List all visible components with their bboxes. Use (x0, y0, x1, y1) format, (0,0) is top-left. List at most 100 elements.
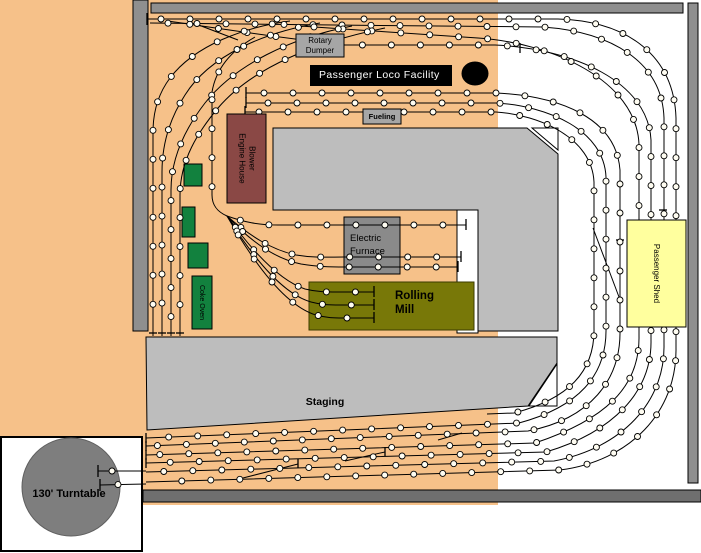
track-endpoint-node[interactable] (672, 328, 680, 336)
track-endpoint-node[interactable] (497, 468, 505, 476)
track-endpoint-node[interactable] (318, 300, 326, 308)
track-endpoint-node[interactable] (516, 112, 524, 119)
track-endpoint-node[interactable] (253, 56, 261, 64)
track-endpoint-node[interactable] (339, 426, 347, 434)
track-endpoint-node[interactable] (291, 291, 299, 299)
track-endpoint-node[interactable] (467, 99, 475, 107)
track-endpoint-node[interactable] (560, 53, 568, 61)
track-endpoint-node[interactable] (592, 20, 600, 28)
track-endpoint-node[interactable] (484, 420, 491, 428)
track-endpoint-node[interactable] (414, 431, 422, 439)
upper-gray-area[interactable] (272, 127, 559, 332)
track-endpoint-node[interactable] (301, 446, 309, 454)
track-endpoint-node[interactable] (310, 427, 318, 435)
track-endpoint-node[interactable] (602, 264, 610, 272)
track-endpoint-node[interactable] (504, 440, 512, 448)
track-endpoint-node[interactable] (484, 35, 492, 43)
track-endpoint-node[interactable] (585, 415, 593, 423)
track-endpoint-node[interactable] (616, 296, 624, 304)
track-endpoint-node[interactable] (208, 96, 216, 104)
track-endpoint-node[interactable] (215, 15, 223, 23)
track-endpoint-node[interactable] (566, 397, 574, 405)
track-endpoint-node[interactable] (208, 125, 216, 133)
track-endpoint-node[interactable] (247, 465, 255, 473)
track-endpoint-node[interactable] (614, 91, 622, 99)
track-endpoint-node[interactable] (647, 327, 655, 335)
track-endpoint-node[interactable] (270, 266, 278, 274)
track-endpoint-node[interactable] (208, 154, 216, 162)
track-endpoint-node[interactable] (417, 443, 425, 450)
track-endpoint-node[interactable] (164, 19, 172, 27)
track-endpoint-node[interactable] (590, 303, 598, 311)
track-endpoint-node[interactable] (657, 94, 665, 102)
track-endpoint-node[interactable] (240, 42, 248, 50)
track-endpoint-node[interactable] (432, 263, 440, 271)
track-endpoint-node[interactable] (660, 152, 668, 160)
track-loop-2[interactable] (145, 22, 665, 473)
track-fueling[interactable] (245, 111, 595, 415)
track-endpoint-node[interactable] (634, 347, 642, 355)
fueling-building[interactable] (362, 108, 402, 125)
track-endpoint-node[interactable] (265, 474, 273, 482)
track-endpoint-node[interactable] (288, 250, 296, 258)
track-endpoint-node[interactable] (530, 426, 538, 434)
track-endpoint-node[interactable] (243, 448, 251, 456)
track-endpoint-node[interactable] (558, 417, 565, 425)
track-endpoint-node[interactable] (455, 33, 463, 41)
track-endpoint-node[interactable] (289, 298, 297, 306)
track-endpoint-node[interactable] (381, 221, 389, 229)
track-endpoint-node[interactable] (565, 453, 573, 461)
track-endpoint-node[interactable] (404, 253, 412, 261)
track-endpoint-node[interactable] (403, 263, 411, 271)
track-endpoint-node[interactable] (176, 243, 184, 251)
track-endpoint-node[interactable] (182, 156, 190, 164)
track-endpoint-node[interactable] (367, 21, 375, 29)
track-endpoint-node[interactable] (279, 43, 287, 51)
track-endpoint-node[interactable] (149, 271, 157, 279)
track-endpoint-node[interactable] (533, 439, 541, 446)
track-endpoint-node[interactable] (532, 46, 540, 54)
track-endpoint-node[interactable] (158, 212, 166, 220)
track-endpoint-node[interactable] (224, 457, 232, 465)
track-endpoint-node[interactable] (438, 99, 446, 107)
track-endpoint-node[interactable] (176, 272, 184, 280)
track-endpoint-node[interactable] (218, 466, 226, 474)
track-endpoint-node[interactable] (398, 452, 406, 460)
track-endpoint-node[interactable] (475, 441, 483, 449)
track-endpoint-node[interactable] (596, 424, 604, 432)
track-endpoint-node[interactable] (599, 126, 607, 134)
track-endpoint-node[interactable] (215, 57, 223, 65)
track-endpoint-node[interactable] (294, 282, 302, 290)
track-endpoint-node[interactable] (190, 114, 198, 122)
track-endpoint-node[interactable] (410, 470, 418, 478)
track-endpoint-node[interactable] (265, 221, 273, 229)
track-crossover-right[interactable] (592, 227, 620, 298)
track-endpoint-node[interactable] (563, 15, 571, 23)
track-endpoint-node[interactable] (369, 453, 377, 461)
track-endpoint-node[interactable] (647, 182, 655, 190)
loco-turntable-ellipse[interactable] (461, 61, 489, 86)
track-endpoint-node[interactable] (389, 15, 397, 23)
track-endpoint-node[interactable] (380, 99, 388, 107)
passenger-loco-facility-building[interactable] (310, 65, 452, 86)
track-endpoint-node[interactable] (294, 23, 302, 31)
track-endpoint-node[interactable] (314, 312, 322, 320)
electric-furnace-building[interactable] (343, 216, 401, 275)
track-endpoint-node[interactable] (439, 469, 447, 477)
track-endpoint-node[interactable] (479, 459, 487, 467)
rolling-mill-building[interactable] (308, 281, 475, 331)
wall-left[interactable] (132, 0, 149, 332)
track-endpoint-node[interactable] (635, 144, 643, 152)
track-endpoint-node[interactable] (154, 98, 162, 106)
track-endpoint-node[interactable] (503, 42, 511, 50)
track-endpoint-node[interactable] (164, 126, 172, 134)
track-endpoint-node[interactable] (647, 211, 655, 219)
track-endpoint-node[interactable] (375, 253, 383, 261)
track-endpoint-node[interactable] (280, 20, 288, 28)
track-endpoint-node[interactable] (160, 468, 168, 475)
track-endpoint-node[interactable] (458, 108, 466, 116)
track-endpoint-node[interactable] (269, 272, 277, 280)
track-endpoint-node[interactable] (211, 439, 219, 447)
track-endpoint-node[interactable] (322, 99, 330, 107)
track-endpoint-node[interactable] (485, 450, 493, 458)
